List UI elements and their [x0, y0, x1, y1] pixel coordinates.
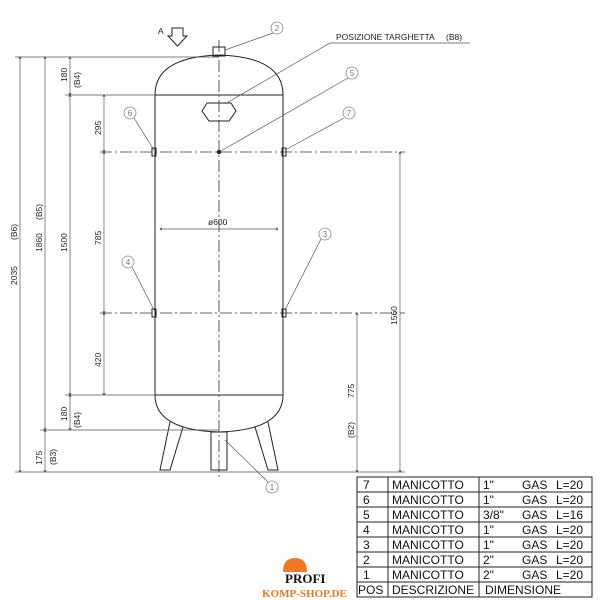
row-desc: MANICOTTO: [392, 523, 464, 537]
view-label: A: [158, 26, 164, 36]
row-desc: MANICOTTO: [392, 478, 464, 492]
row-pos: 1: [363, 568, 370, 582]
row-type: GAS: [522, 538, 547, 552]
row-len: L=20: [556, 538, 583, 552]
dim-to-top: 1860: [34, 233, 44, 252]
dim-top-head: 180: [59, 68, 69, 82]
dim-legs-code: (B3): [48, 449, 58, 465]
row-len: L=20: [556, 523, 583, 537]
row-desc: MANICOTTO: [392, 553, 464, 567]
nameplate: [201, 102, 237, 122]
row-desc: MANICOTTO: [392, 508, 464, 522]
row-pos: 7: [363, 478, 370, 492]
view-arrow-icon: [166, 27, 189, 47]
dim-upper: 1560: [389, 306, 399, 325]
row-type: GAS: [522, 508, 547, 522]
watermark-logo: PROFI KOMP-SHOP.DE: [262, 558, 347, 600]
callout-1: 1: [270, 483, 275, 492]
row-pos: 6: [363, 493, 370, 507]
row-size: 3/8": [483, 508, 504, 522]
callout-6: 6: [128, 109, 133, 118]
leg-right: [254, 421, 279, 471]
row-type: GAS: [522, 523, 547, 537]
row-size: 2": [483, 568, 494, 582]
row-size: 1": [483, 493, 494, 507]
row-pos: 3: [363, 538, 370, 552]
header-dim: DIMENSIONE: [485, 583, 561, 597]
callout-7: 7: [347, 109, 352, 118]
row-len: L=20: [556, 478, 583, 492]
dim-shell: 1500: [59, 233, 69, 252]
row-type: GAS: [522, 493, 547, 507]
dim-lower-code: (B2): [346, 422, 356, 438]
row-len: L=16: [556, 508, 583, 522]
nameplate-code: (B8): [446, 32, 462, 42]
row-len: L=20: [556, 493, 583, 507]
dim-bottom-head-code: (B4): [72, 412, 82, 428]
row-size: 1": [483, 538, 494, 552]
row-type: GAS: [522, 478, 547, 492]
row-len: L=20: [556, 553, 583, 567]
watermark-line1: PROFI: [285, 571, 325, 586]
row-len: L=20: [556, 568, 583, 582]
header-pos: POS: [358, 583, 383, 597]
dim-total: 2035: [9, 266, 19, 285]
row-size: 2": [483, 553, 494, 567]
row-pos: 2: [363, 553, 370, 567]
row-type: GAS: [522, 553, 547, 567]
dim-seg2: 785: [93, 231, 103, 245]
dim-lower: 775: [346, 384, 356, 398]
diameter-label: ø600: [208, 217, 228, 227]
dim-total-code: (B6): [9, 224, 19, 240]
dim-seg1: 295: [93, 121, 103, 135]
dim-legs: 175: [34, 451, 44, 465]
callout-4: 4: [126, 258, 131, 267]
nameplate-label: POSIZIONE TARGHETTA: [336, 32, 435, 42]
dim-to-top-code: (B5): [34, 204, 44, 220]
row-size: 1": [483, 523, 494, 537]
callouts: 2 5 7 6 3 4 1: [121, 21, 359, 494]
row-desc: MANICOTTO: [392, 493, 464, 507]
watermark-line2: KOMP-SHOP.DE: [262, 588, 347, 600]
dim-seg3: 420: [93, 353, 103, 367]
header-desc: DESCRIZIONE: [392, 583, 474, 597]
dim-bottom-head: 180: [59, 407, 69, 421]
callout-3: 3: [323, 230, 328, 239]
row-pos: 5: [363, 508, 370, 522]
row-size: 1": [483, 478, 494, 492]
row-desc: MANICOTTO: [392, 568, 464, 582]
row-pos: 4: [363, 523, 370, 537]
callout-5: 5: [350, 69, 355, 78]
row-type: GAS: [522, 568, 547, 582]
callout-2: 2: [275, 24, 280, 33]
dim-top-head-code: (B4): [72, 72, 82, 88]
row-desc: MANICOTTO: [392, 538, 464, 552]
leg-left: [159, 421, 184, 471]
